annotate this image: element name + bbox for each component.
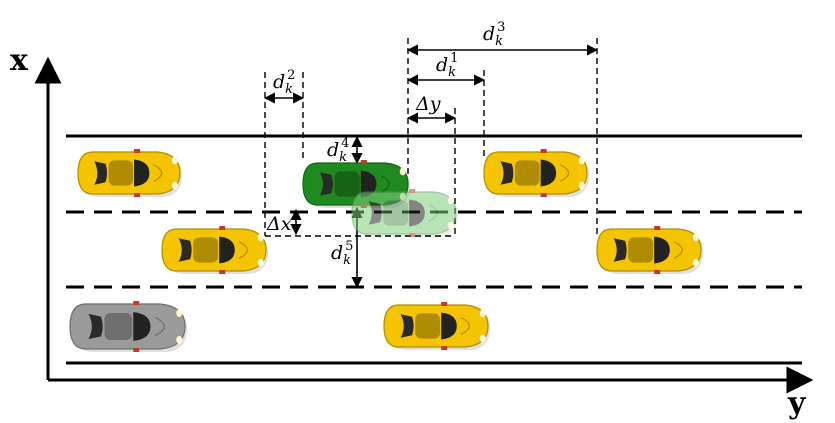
ghost-car-predicted — [351, 189, 458, 237]
green-car-ego-rear-window — [319, 172, 333, 196]
yellow-car-bottom-middle-mirror-right — [441, 346, 448, 350]
label-d1: dk1 — [436, 51, 458, 80]
ghost-car-predicted-headlight-left — [447, 196, 454, 205]
yellow-car-bottom-middle-windshield — [441, 312, 457, 340]
yellow-car-middle-right-headlight-right — [692, 258, 699, 267]
gray-car-bottom-left-hood-line — [154, 316, 165, 337]
yellow-car-top-right-headlight-right — [578, 181, 585, 190]
green-car-ego-roof — [334, 171, 360, 197]
yellow-car-top-right-rear-window — [500, 161, 514, 185]
yellow-car-bottom-middle-headlight-right — [479, 334, 486, 343]
yellow-car-middle-right-rear-window — [613, 238, 627, 262]
yellow-car-middle-left-hood-line — [238, 241, 248, 259]
yellow-car-middle-left-headlight-right — [257, 258, 264, 267]
yellow-car-top-left-rear-window — [94, 161, 108, 185]
gray-car-bottom-left-mirror-right — [133, 348, 140, 352]
yellow-car-middle-right-roof — [628, 237, 654, 263]
yellow-car-top-left-roof — [108, 160, 134, 186]
yellow-car-top-left — [77, 149, 182, 197]
yellow-car-middle-left-rear-window — [178, 238, 192, 262]
label-dx: Δx — [266, 213, 292, 235]
ghost-car-predicted-hood-line — [428, 204, 438, 222]
yellow-car-middle-left-mirror-left — [219, 226, 226, 230]
vehicles-layer — [69, 149, 703, 352]
yellow-car-middle-left-mirror-right — [219, 270, 226, 274]
green-car-ego-mirror-left — [360, 160, 367, 164]
yellow-car-middle-left — [161, 226, 268, 274]
green-car-ego-windshield — [360, 170, 377, 198]
yellow-car-bottom-middle-headlight-left — [479, 309, 486, 318]
ghost-car-predicted-mirror-right — [409, 233, 416, 237]
label-d4: dk4 — [327, 136, 349, 165]
yellow-car-middle-left-headlight-left — [257, 233, 264, 242]
ghost-car-predicted-rear-window — [368, 201, 382, 225]
yellow-car-bottom-middle-mirror-left — [441, 302, 448, 306]
x-axis-label: x — [10, 43, 29, 78]
yellow-car-middle-right-mirror-left — [654, 226, 661, 230]
gray-car-bottom-left-windshield — [133, 312, 151, 341]
ghost-car-predicted-headlight-right — [447, 221, 454, 230]
yellow-car-top-right-headlight-left — [578, 156, 585, 165]
gray-car-bottom-left-rear-window — [88, 313, 103, 340]
y-axis-label: y — [787, 386, 807, 421]
yellow-car-top-right-hood-line — [559, 164, 570, 182]
yellow-car-bottom-middle — [383, 302, 490, 350]
gray-car-bottom-left-headlight-right — [176, 336, 183, 344]
gray-car-bottom-left-headlight-left — [176, 309, 183, 317]
yellow-car-middle-right — [596, 226, 703, 274]
yellow-car-top-left-headlight-right — [171, 181, 178, 190]
ghost-car-predicted-mirror-left — [409, 189, 416, 193]
yellow-car-top-right-roof — [514, 160, 540, 186]
label-d3: dk3 — [483, 20, 505, 49]
label-d2: dk2 — [273, 68, 295, 97]
yellow-car-top-left-windshield — [134, 159, 150, 187]
ghost-car-predicted-roof — [383, 200, 409, 226]
yellow-car-middle-left-roof — [193, 237, 219, 263]
label-d5: dk5 — [331, 239, 353, 268]
yellow-car-bottom-middle-roof — [415, 313, 441, 339]
yellow-car-middle-right-windshield — [654, 236, 670, 264]
green-car-ego-hood-line — [380, 175, 390, 193]
gray-car-bottom-left — [69, 301, 187, 352]
label-dy: Δy — [415, 93, 441, 115]
gray-car-bottom-left-roof — [104, 313, 133, 340]
green-car-ego-headlight-left — [399, 167, 406, 176]
yellow-car-top-left-mirror-left — [134, 149, 141, 153]
yellow-car-top-right-windshield — [540, 159, 557, 187]
yellow-car-top-right — [483, 149, 589, 197]
yellow-car-bottom-middle-rear-window — [400, 314, 414, 338]
yellow-car-bottom-middle-hood-line — [460, 317, 470, 335]
yellow-car-middle-left-windshield — [219, 236, 235, 264]
yellow-car-middle-right-mirror-right — [654, 270, 661, 274]
gray-car-bottom-left-mirror-left — [133, 301, 140, 305]
yellow-car-middle-right-hood-line — [673, 241, 683, 259]
yellow-car-top-right-mirror-right — [540, 193, 547, 197]
yellow-car-middle-right-headlight-left — [692, 233, 699, 242]
ghost-car-predicted-windshield — [409, 199, 425, 227]
yellow-car-top-left-mirror-right — [134, 193, 141, 197]
yellow-car-top-left-hood-line — [153, 164, 163, 182]
yellow-car-top-left-headlight-left — [171, 156, 178, 165]
yellow-car-top-right-mirror-left — [540, 149, 547, 153]
